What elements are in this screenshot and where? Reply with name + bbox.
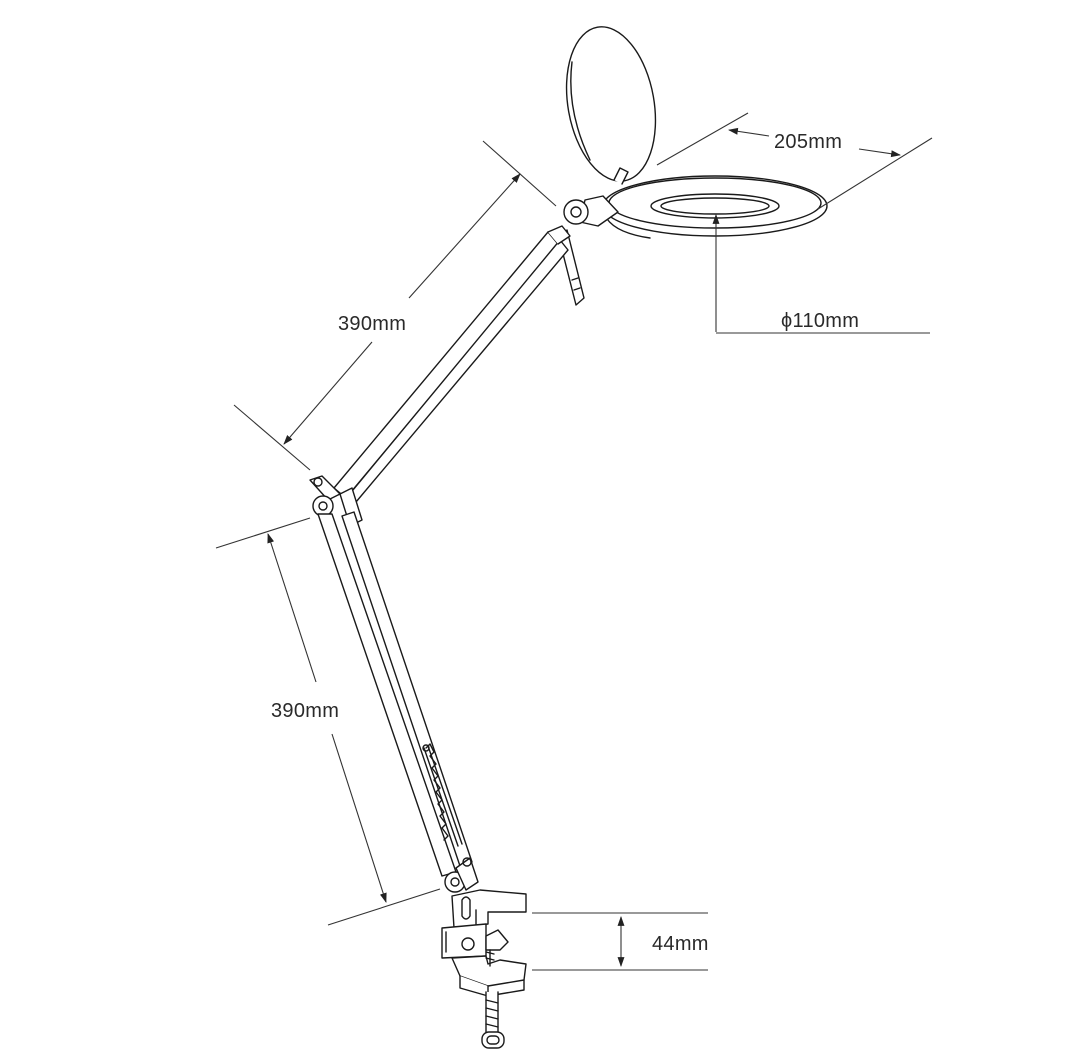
- upper-arm-dimension: 390mm: [233, 140, 557, 471]
- clamp-opening-dimension: 44mm: [532, 912, 709, 971]
- lower-arm-label: 390mm: [271, 700, 339, 722]
- dimension-arrow: [283, 341, 373, 445]
- dimension-arrow: [408, 173, 521, 299]
- extension-line: [482, 140, 557, 207]
- extension-line: [817, 137, 933, 210]
- dimension-arrow: [858, 148, 901, 158]
- lamp-ring: [602, 175, 828, 239]
- extension-line: [215, 517, 311, 549]
- lens-cover: [565, 26, 657, 185]
- clamp-opening-label: 44mm: [652, 933, 709, 955]
- extension-line: [656, 112, 749, 166]
- elbow-joint: [309, 475, 363, 527]
- extension-line: [327, 888, 441, 926]
- lower-arm: [317, 511, 473, 877]
- dimension-arrow: [267, 533, 317, 683]
- lamp-head: [558, 26, 828, 306]
- lower-arm-dimension: 390mm: [215, 517, 441, 926]
- lens-diameter-dimension: ϕ110mm: [712, 214, 930, 334]
- extension-line: [233, 404, 311, 471]
- dimension-arrow: [728, 127, 770, 137]
- clamp: [441, 857, 527, 1049]
- upper-arm-label: 390mm: [338, 313, 406, 335]
- head-width-dimension: 205mm: [656, 112, 933, 210]
- upper-arm: [333, 225, 571, 503]
- head-width-label: 205mm: [774, 131, 842, 153]
- lens-diameter-label: ϕ110mm: [781, 310, 859, 332]
- dimension-arrow: [331, 733, 387, 903]
